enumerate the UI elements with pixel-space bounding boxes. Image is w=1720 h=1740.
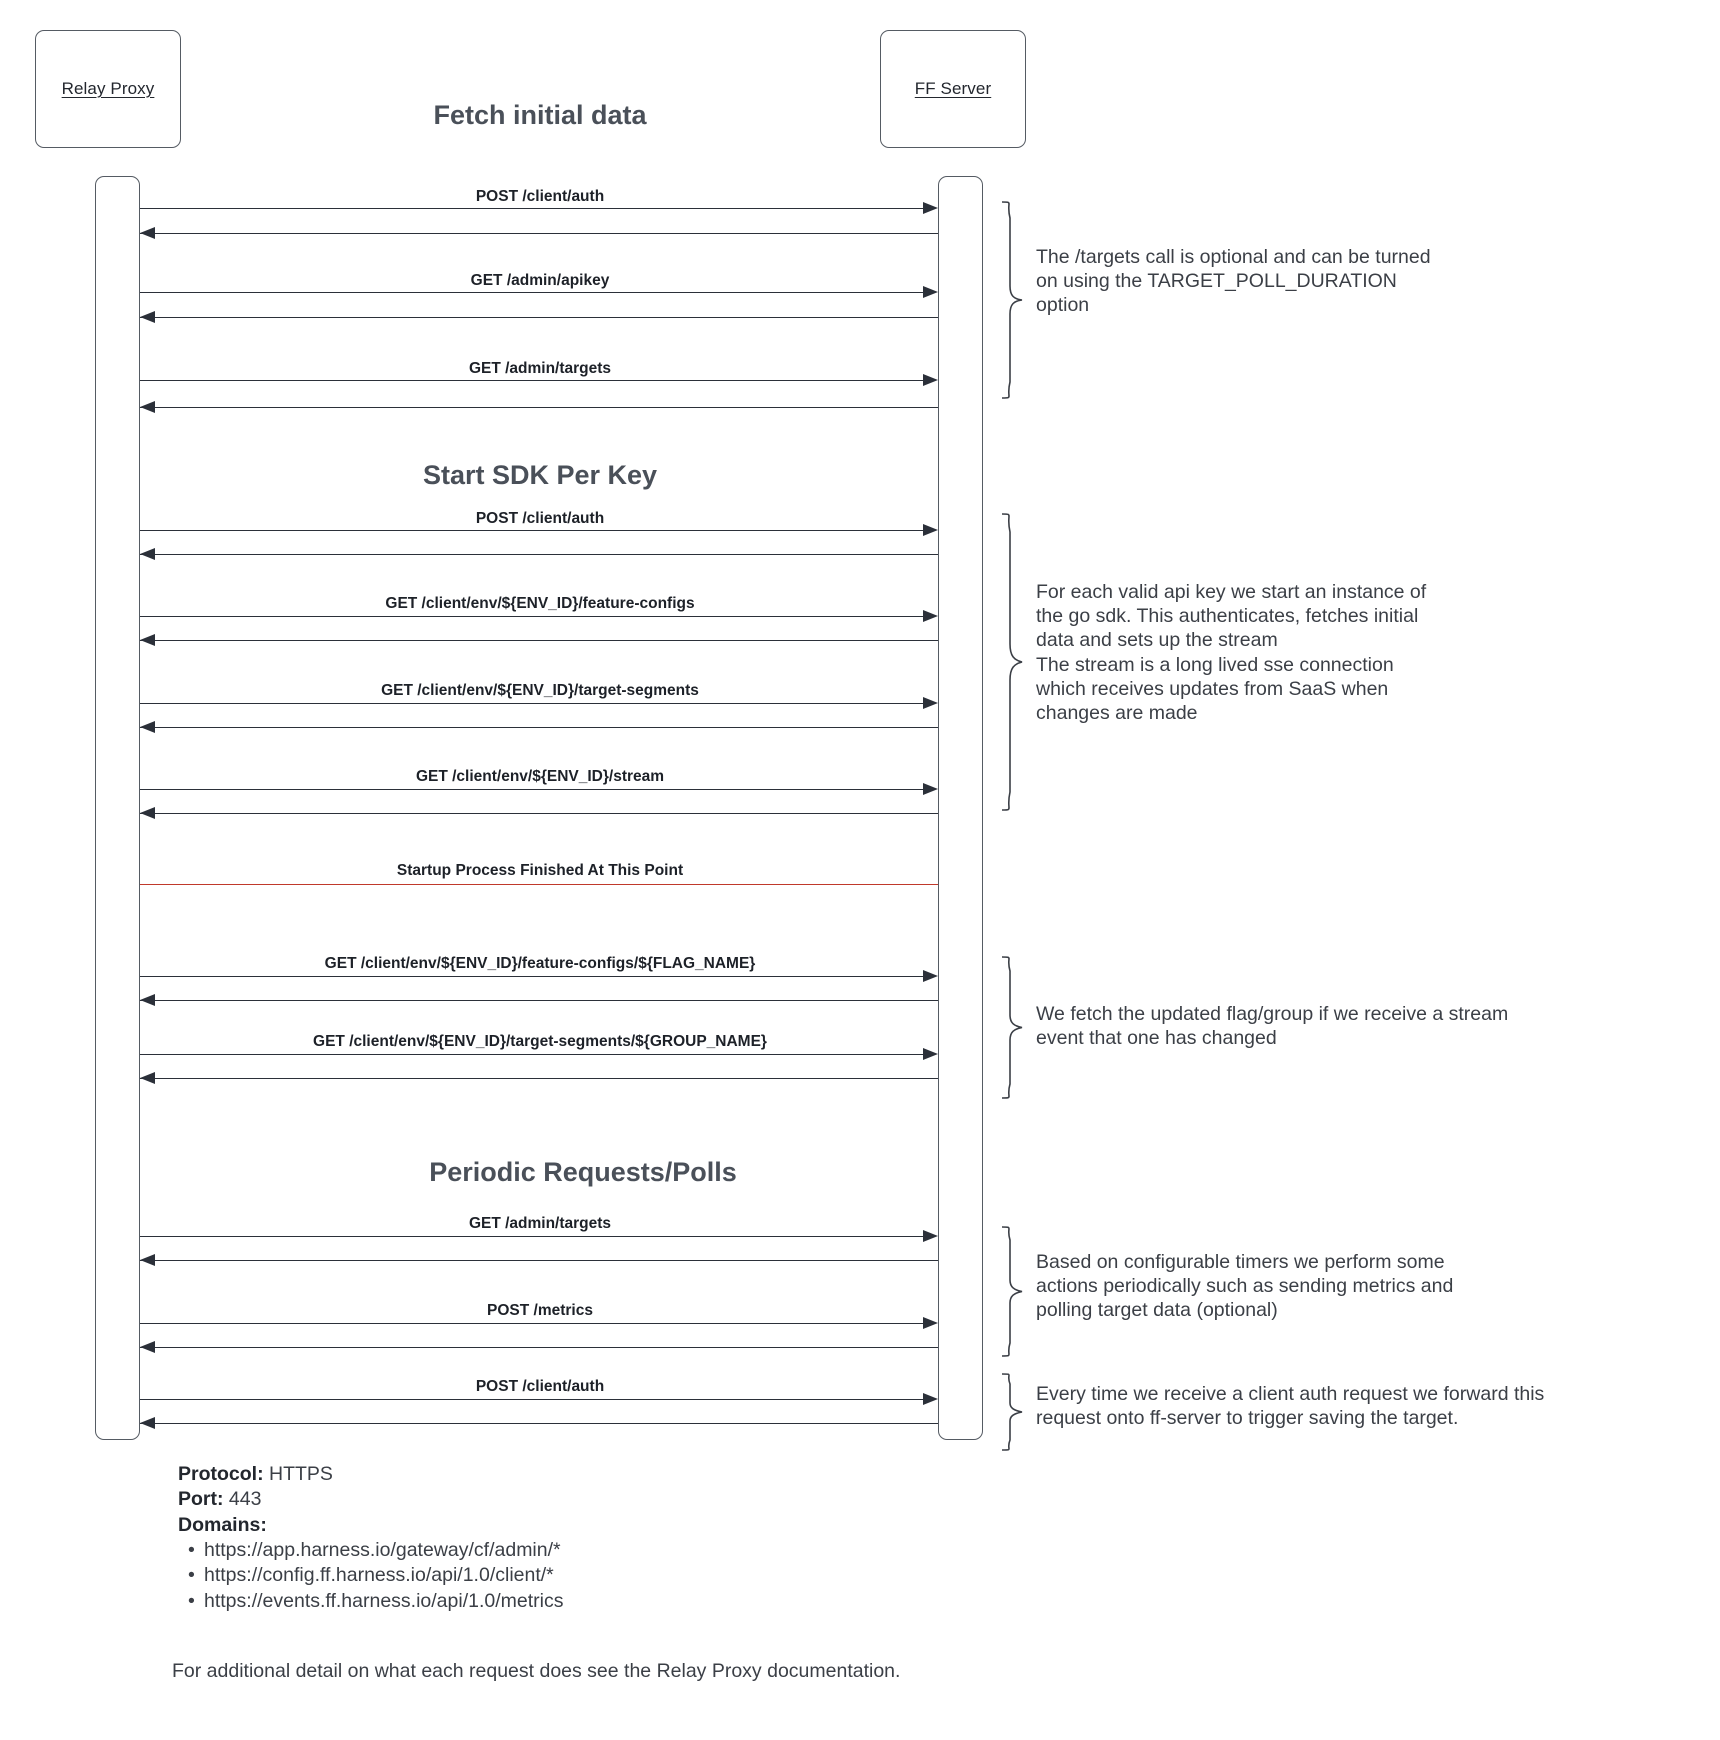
annotation-text-a5: Every time we receive a client auth requ… bbox=[1036, 1383, 1545, 1430]
message-label-m12: POST /client/auth bbox=[475, 1378, 605, 1395]
message-arrow-m12-request bbox=[140, 1399, 928, 1400]
message-arrowhead-m2-response bbox=[140, 310, 155, 323]
annotation-text-a2: For each valid api key we start an insta… bbox=[1036, 581, 1427, 724]
footer-protocol-line: Protocol: HTTPS bbox=[178, 1462, 563, 1487]
message-arrowhead-m4-response bbox=[140, 547, 155, 560]
message-arrowhead-m3-response bbox=[140, 400, 155, 413]
section-title-start-sdk-per-key: Start SDK Per Key bbox=[422, 460, 658, 490]
message-arrow-m12-response bbox=[140, 1423, 938, 1424]
message-arrowhead-m10-request bbox=[923, 1229, 938, 1242]
message-arrow-m11-response bbox=[140, 1347, 938, 1348]
message-arrow-m3-request bbox=[140, 380, 928, 381]
message-arrowhead-m10-response bbox=[140, 1253, 155, 1266]
message-arrow-m9-request bbox=[140, 1054, 928, 1055]
message-arrow-m7-request bbox=[140, 789, 928, 790]
message-label-m11: POST /metrics bbox=[487, 1302, 593, 1319]
message-arrow-m10-request bbox=[140, 1236, 928, 1237]
message-label-m2: GET /admin/apikey bbox=[470, 272, 610, 289]
message-arrowhead-m5-response bbox=[140, 633, 155, 646]
lifeline-relay-proxy bbox=[95, 176, 140, 1440]
annotation-text-a1: The /targets call is optional and can be… bbox=[1036, 246, 1431, 317]
message-arrowhead-m9-request bbox=[923, 1047, 938, 1060]
footer-domains-label: Domains: bbox=[178, 1513, 267, 1536]
message-arrowhead-m8-response bbox=[140, 993, 155, 1006]
message-arrowhead-m12-response bbox=[140, 1416, 155, 1429]
message-arrowhead-m8-request bbox=[923, 969, 938, 982]
message-arrow-m8-response bbox=[140, 1000, 938, 1001]
message-label-m3: GET /admin/targets bbox=[468, 360, 612, 377]
footer-domain-item: https://app.harness.io/gateway/cf/admin/… bbox=[178, 1538, 563, 1564]
footer-info-block: Protocol: HTTPS Port: 443 Domains: https… bbox=[178, 1462, 563, 1614]
message-arrow-m1-request bbox=[140, 208, 928, 209]
message-label-m1: POST /client/auth bbox=[475, 188, 605, 205]
message-arrowhead-m11-response bbox=[140, 1340, 155, 1353]
participant-label-ff-server: FF Server bbox=[914, 79, 992, 98]
message-label-m6: GET /client/env/${ENV_ID}/target-segment… bbox=[381, 682, 699, 699]
section-title-periodic-requests-polls: Periodic Requests/Polls bbox=[429, 1157, 737, 1187]
section-title-fetch-initial-data: Fetch initial data bbox=[433, 100, 647, 130]
message-arrowhead-m5-request bbox=[923, 609, 938, 622]
footer-domain-item: https://config.ff.harness.io/api/1.0/cli… bbox=[178, 1563, 563, 1589]
message-arrow-m1-response bbox=[140, 233, 938, 234]
message-arrow-m6-request bbox=[140, 703, 928, 704]
message-arrow-m2-response bbox=[140, 317, 938, 318]
message-arrow-m5-response bbox=[140, 640, 938, 641]
footer-protocol-label: Protocol: bbox=[178, 1463, 264, 1485]
footer-domain-list: https://app.harness.io/gateway/cf/admin/… bbox=[178, 1538, 563, 1614]
message-arrow-m5-request bbox=[140, 616, 928, 617]
message-arrowhead-m6-response bbox=[140, 720, 155, 733]
divider-label-startup-finished: Startup Process Finished At This Point bbox=[396, 862, 684, 879]
message-label-m8: GET /client/env/${ENV_ID}/feature-config… bbox=[324, 955, 756, 972]
message-arrow-m10-response bbox=[140, 1260, 938, 1261]
message-arrow-m9-response bbox=[140, 1078, 938, 1079]
message-label-m5: GET /client/env/${ENV_ID}/feature-config… bbox=[385, 595, 695, 612]
participant-label-relay-proxy: Relay Proxy bbox=[61, 79, 155, 98]
message-arrow-m2-request bbox=[140, 292, 928, 293]
message-arrowhead-m1-request bbox=[923, 201, 938, 214]
message-label-m9: GET /client/env/${ENV_ID}/target-segment… bbox=[313, 1033, 767, 1050]
divider-line-startup-finished bbox=[140, 884, 938, 885]
message-arrowhead-m9-response bbox=[140, 1071, 155, 1084]
annotation-text-a3: We fetch the updated flag/group if we re… bbox=[1036, 1003, 1509, 1050]
footer-port-line: Port: 443 bbox=[178, 1487, 563, 1512]
lifeline-ff-server bbox=[938, 176, 983, 1440]
footer-protocol-value: HTTPS bbox=[269, 1463, 333, 1485]
message-arrowhead-m7-request bbox=[923, 782, 938, 795]
annotation-text-a4: Based on configurable timers we perform … bbox=[1036, 1251, 1454, 1322]
annotation-brace-a1 bbox=[1000, 200, 1026, 400]
message-arrowhead-m4-request bbox=[923, 523, 938, 536]
message-arrowhead-m3-request bbox=[923, 373, 938, 386]
footer-port-label: Port: bbox=[178, 1488, 224, 1511]
message-arrowhead-m12-request bbox=[923, 1392, 938, 1405]
footer-port-value: 443 bbox=[228, 1488, 262, 1511]
message-arrowhead-m2-request bbox=[923, 285, 938, 298]
annotation-brace-a4 bbox=[1000, 1225, 1026, 1358]
message-arrowhead-m11-request bbox=[923, 1316, 938, 1329]
message-label-m4: POST /client/auth bbox=[475, 510, 605, 527]
message-arrow-m6-response bbox=[140, 727, 938, 728]
footer-documentation-note: For additional detail on what each reque… bbox=[172, 1660, 901, 1682]
message-arrowhead-m7-response bbox=[140, 806, 155, 819]
annotation-brace-a5 bbox=[1000, 1372, 1026, 1452]
message-arrow-m4-request bbox=[140, 530, 928, 531]
message-arrow-m8-request bbox=[140, 976, 928, 977]
message-arrow-m11-request bbox=[140, 1323, 928, 1324]
message-label-m7: GET /client/env/${ENV_ID}/stream bbox=[415, 768, 665, 785]
participant-box-ff-server[interactable]: FF Server bbox=[880, 30, 1026, 148]
footer-domains-label-line: Domains: bbox=[178, 1513, 563, 1538]
message-arrowhead-m6-request bbox=[923, 696, 938, 709]
participant-box-relay-proxy[interactable]: Relay Proxy bbox=[35, 30, 181, 148]
message-arrow-m7-response bbox=[140, 813, 938, 814]
annotation-brace-a3 bbox=[1000, 955, 1026, 1100]
message-label-m10: GET /admin/targets bbox=[468, 1215, 612, 1232]
message-arrow-m4-response bbox=[140, 554, 938, 555]
message-arrowhead-m1-response bbox=[140, 226, 155, 239]
footer-domain-item: https://events.ff.harness.io/api/1.0/met… bbox=[178, 1589, 563, 1615]
annotation-brace-a2 bbox=[1000, 512, 1026, 812]
message-arrow-m3-response bbox=[140, 407, 938, 408]
